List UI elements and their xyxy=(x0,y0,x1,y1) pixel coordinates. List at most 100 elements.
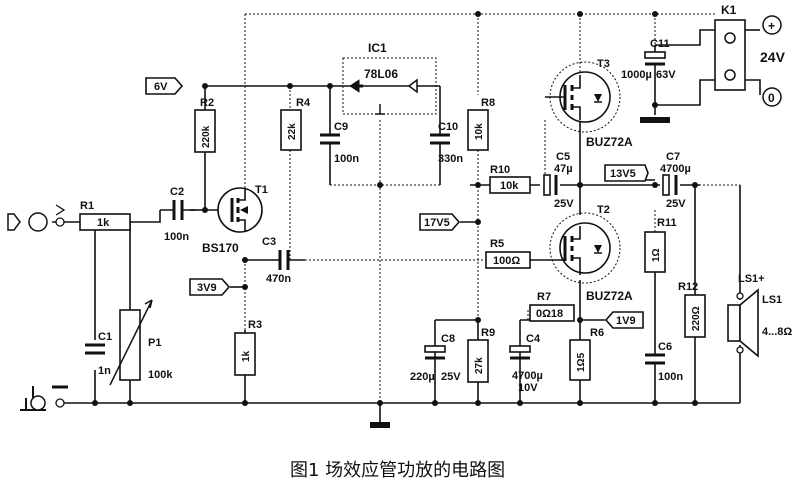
resistor-r9: R9 27k xyxy=(467,327,495,383)
resistor-r1: R1 1k xyxy=(79,200,131,231)
r8-ref: R8 xyxy=(481,97,495,109)
c8-plate-pos xyxy=(424,345,446,353)
figure-caption: 图1 场效应管功放的电路图 xyxy=(290,460,505,481)
t2-body xyxy=(559,222,611,274)
r7-value: 0Ω18 xyxy=(536,308,563,320)
k1-terminal-plus xyxy=(724,32,736,44)
c10-plates xyxy=(430,133,450,145)
ls1-minus-terminal xyxy=(736,346,744,354)
c11-value: 1000µ xyxy=(621,69,652,81)
r10-body xyxy=(489,176,531,194)
junction-dot xyxy=(577,11,583,17)
k1-ref: K1 xyxy=(721,3,737,17)
junction-dot xyxy=(577,182,583,188)
c4-voltage: 10V xyxy=(518,382,538,394)
k1-zero-wire xyxy=(745,79,761,95)
t2-diode-icon xyxy=(594,245,602,253)
capacitor-c8: C8 220µ 25V xyxy=(410,333,461,383)
potentiometer-p1: P1 100k xyxy=(109,299,173,386)
junction-dot xyxy=(377,182,383,188)
junction-dot xyxy=(475,219,481,225)
junction-dot xyxy=(652,11,658,17)
r4-body xyxy=(280,109,302,151)
c2-plates xyxy=(172,200,184,220)
p1-ref: P1 xyxy=(148,337,161,349)
t2-part: BUZ72A xyxy=(586,289,633,303)
r2-body xyxy=(194,109,216,153)
junction-dot xyxy=(202,207,208,213)
r6-ref: R6 xyxy=(590,327,604,339)
junction-dot xyxy=(692,182,698,188)
resistor-r3: R3 1k xyxy=(234,319,262,376)
junction-dot xyxy=(652,182,658,188)
input-arrow-icon xyxy=(7,213,21,231)
tag-6v: 6V xyxy=(145,77,184,95)
supply-zero-terminal xyxy=(762,87,782,107)
speaker-ls1: LS1+ LS1 4...8Ω xyxy=(727,273,792,358)
c11-ref: C11 xyxy=(650,38,670,50)
junction-dot xyxy=(577,400,583,406)
r1-value: 1k xyxy=(97,217,110,229)
transistor-t3: T3 BUZ72A xyxy=(545,58,633,149)
junction-dot xyxy=(242,400,248,406)
r11-ref: R11 xyxy=(657,217,677,229)
r1-right-wire xyxy=(130,210,161,223)
ls1-ref: LS1 xyxy=(762,294,782,306)
p1-value: 100k xyxy=(148,369,173,381)
junction-dot xyxy=(242,257,248,263)
c4-value: 4700µ xyxy=(512,370,543,382)
supply-zero-label: 0 xyxy=(768,91,775,105)
r5-ref: R5 xyxy=(490,238,504,250)
r4-value: 22k xyxy=(287,123,298,140)
c9-value: 100n xyxy=(334,153,359,165)
voltage-tags: 6V 3V9 17V5 13V5 1V9 xyxy=(145,77,649,329)
capacitor-c9: C9 100n xyxy=(320,120,359,165)
tag-6v-shape xyxy=(145,77,184,95)
ls1-magnet xyxy=(727,304,741,342)
zero-supply-wire xyxy=(655,79,715,106)
r8-body xyxy=(467,109,489,151)
ic1-part-label: 78L06 xyxy=(364,67,398,81)
r11-value: 1Ω xyxy=(651,248,662,262)
r12-body xyxy=(684,294,706,338)
r2-value: 220k xyxy=(201,125,212,148)
ic1-in-arrow-icon xyxy=(407,78,418,94)
junction-dot xyxy=(127,400,133,406)
c11-plate-pos xyxy=(644,51,666,59)
junction-dot xyxy=(92,400,98,406)
capacitor-c3: C3 470n xyxy=(262,236,305,285)
tag-17v5: 17V5 xyxy=(419,213,461,231)
tag-13v5-label: 13V5 xyxy=(610,168,636,180)
c8-ref: C8 xyxy=(441,333,455,345)
k1-terminal-zero xyxy=(724,69,736,81)
c7-voltage: 25V xyxy=(666,198,686,210)
junction-dot xyxy=(327,83,333,89)
resistor-r8: R8 10k xyxy=(467,97,495,151)
tag-17v5-label: 17V5 xyxy=(424,217,450,229)
junction-dot xyxy=(475,400,481,406)
r4-ref: R4 xyxy=(296,97,311,109)
t2-ref: T2 xyxy=(597,204,610,216)
c5-ref: C5 xyxy=(556,151,570,163)
c10-ref: C10 xyxy=(438,121,458,133)
ground-icon xyxy=(20,386,46,411)
c7-plate-pos xyxy=(662,174,670,196)
junction-dot xyxy=(202,83,208,89)
junction-dot xyxy=(432,400,438,406)
r6-body xyxy=(569,339,591,381)
ground-pin xyxy=(55,398,65,408)
t1-leads xyxy=(238,188,246,232)
t1-part: BS170 xyxy=(202,241,239,255)
capacitors: C1 1n C2 100n C3 470n C9 100n C10 xyxy=(85,38,691,394)
transistor-t1: T1 BS170 xyxy=(202,184,268,255)
r3-value: 1k xyxy=(241,350,252,362)
resistor-r12: R12 220Ω xyxy=(678,281,706,338)
r12-ref: R12 xyxy=(678,281,698,293)
transistor-t2: T2 BUZ72A xyxy=(530,204,633,303)
capacitor-c5: C5 47µ 25V xyxy=(543,151,574,210)
t3-part: BUZ72A xyxy=(586,135,633,149)
capacitor-c1: C1 1n xyxy=(85,331,112,377)
tag-1v9-shape xyxy=(604,311,644,329)
